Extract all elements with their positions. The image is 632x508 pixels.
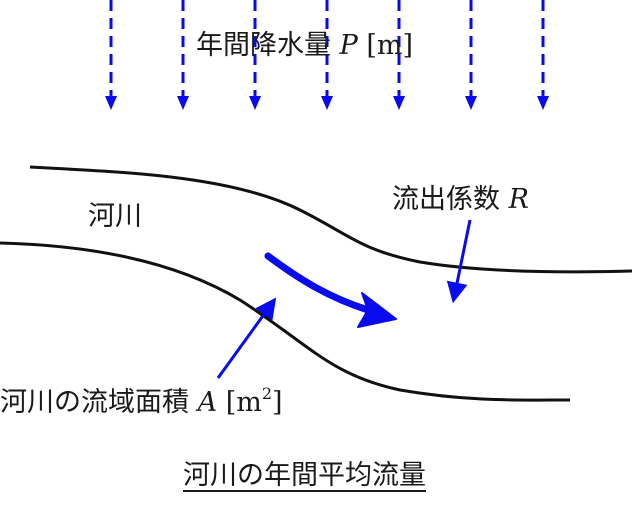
precipitation-symbol: P — [339, 30, 358, 61]
lower-river-bank — [0, 241, 571, 402]
catchment-area-symbol: A — [197, 387, 218, 418]
runoff-coefficient-text: 流出係数 — [392, 184, 500, 215]
bracket-open: [ — [366, 30, 377, 61]
precipitation-unit: m — [376, 30, 403, 61]
rain-arrow-head — [537, 96, 549, 110]
runoff-coefficient-pointer — [446, 219, 472, 304]
rain-arrow-head — [177, 96, 189, 110]
rain-arrow-head — [465, 96, 477, 110]
area-bracket-open: [ — [225, 387, 237, 418]
upper-river-bank — [29, 165, 632, 274]
precipitation-text: 年間降水量 — [196, 30, 331, 61]
runoff-coefficient-label: 流出係数 R — [392, 186, 529, 213]
rain-arrow-head — [249, 96, 261, 110]
rain-arrow-head — [105, 96, 117, 110]
runoff-coefficient-symbol: R — [508, 184, 529, 215]
river-label: 河川 — [88, 201, 142, 232]
catchment-area-text: 河川の流域面積 — [0, 387, 189, 418]
rain-arrows — [105, 0, 549, 110]
flow-arrow-head — [357, 292, 397, 328]
precipitation-label: 年間降水量 P [m] — [196, 32, 413, 59]
flow-direction-arrow — [264, 252, 372, 314]
diagram-caption: 河川の年間平均流量 — [183, 460, 426, 491]
catchment-area-label: 河川の流域面積 A [m2] — [0, 384, 283, 418]
bracket-close: ] — [402, 30, 414, 61]
catchment-area-unit-exponent: 2 — [261, 384, 273, 403]
rain-arrow-head — [321, 96, 333, 110]
catchment-area-unit: m — [236, 387, 262, 418]
area-bracket-close: ] — [272, 387, 283, 418]
catchment-area-pointer — [216, 297, 277, 379]
rain-arrow-head — [393, 96, 405, 110]
